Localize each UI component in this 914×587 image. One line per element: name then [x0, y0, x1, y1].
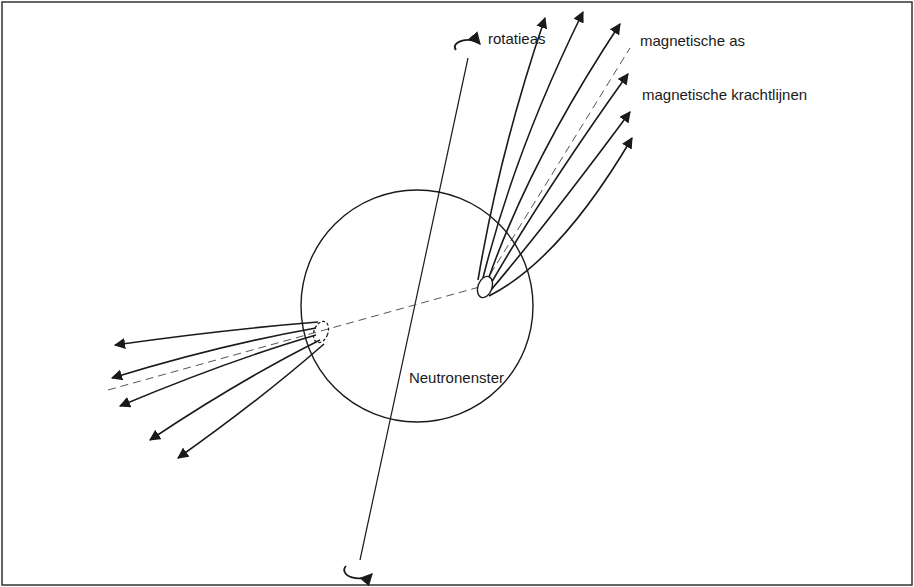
circle-outline	[300, 189, 534, 423]
rotation-arrow	[344, 566, 372, 578]
magnetic-axis	[108, 48, 630, 390]
axis-label: magnetische as	[640, 32, 745, 50]
rotation-arrow	[455, 40, 480, 50]
polar-cap	[475, 274, 496, 299]
axis-label: rotatieas	[488, 30, 546, 48]
node-label: Neutronenster	[409, 369, 504, 387]
field-lines	[112, 322, 324, 458]
rotation-axis	[360, 58, 468, 560]
field-lines	[478, 12, 632, 296]
neutron-star-circle: Neutronenster	[300, 189, 534, 423]
axis-label: magnetische krachtlijnen	[642, 86, 807, 104]
polar-cap-hidden	[311, 319, 332, 344]
